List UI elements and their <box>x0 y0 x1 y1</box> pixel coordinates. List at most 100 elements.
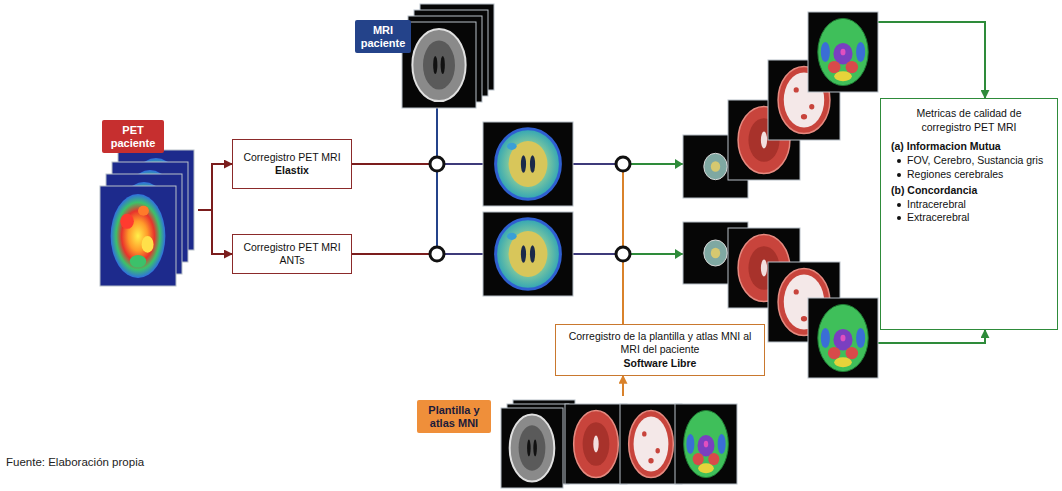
node-text: Corregistro de la plantilla y atlas MNI … <box>562 330 758 356</box>
bullet-dot <box>897 173 901 177</box>
text-row: FOV, Cerebro, Sustancia gris <box>891 154 1047 168</box>
brain-region <box>648 458 653 463</box>
text-row: MRI paciente <box>358 24 408 49</box>
junction-symbol <box>616 247 630 261</box>
input-group: PET paciente <box>98 118 198 290</box>
node-text: Elastix <box>239 164 345 177</box>
brain-region <box>507 143 517 150</box>
mri-wire <box>436 100 438 254</box>
image-frame <box>483 212 573 296</box>
label-box: PET paciente <box>102 120 164 153</box>
wire-group <box>340 100 623 340</box>
text-row: Metricas de calidad de corregistro PET M… <box>891 107 1047 134</box>
bullet-dot <box>897 159 901 163</box>
brain-region <box>828 347 841 359</box>
brain-image <box>675 404 737 484</box>
brain-region <box>801 114 807 119</box>
node-text: PET paciente <box>105 124 161 149</box>
brain-region <box>593 436 598 453</box>
brain-region <box>684 410 729 477</box>
brain-region <box>794 289 799 294</box>
node-text: (b) Concordancia <box>891 184 1047 198</box>
brain-region <box>704 153 727 179</box>
brain-image <box>402 22 476 108</box>
text-row: Regiones cerebrales <box>891 168 1047 182</box>
brain-region <box>828 61 841 73</box>
ants-output-wire <box>340 253 437 255</box>
brain-region <box>655 448 659 453</box>
brain-region <box>533 440 537 457</box>
brain-region <box>496 129 561 200</box>
brain-region <box>761 260 767 277</box>
junction-group <box>430 157 683 261</box>
image-frame <box>808 298 878 378</box>
brain-region <box>441 56 445 74</box>
image-frame <box>100 186 176 286</box>
brain-region <box>818 304 868 371</box>
brain-region <box>111 194 166 278</box>
brain-region <box>818 18 868 85</box>
node-text: MRI paciente <box>358 24 408 49</box>
text-row: Elastix <box>239 164 345 177</box>
bullet-dot <box>897 216 901 220</box>
brain-image <box>483 212 573 296</box>
brain-region <box>761 132 767 149</box>
brain-region <box>510 414 555 481</box>
node-text: Extracerebral <box>907 211 1047 225</box>
image-frame <box>675 404 737 484</box>
image-frame <box>483 122 573 206</box>
label-box: Plantilla y atlas MNI <box>417 400 491 433</box>
process-box: Corregistro de la plantilla y atlas MNI … <box>555 324 765 375</box>
metrics-box: Metricas de calidad de corregistro PET M… <box>880 98 1058 330</box>
process-box: Corregistro PET MRIElastix <box>232 139 352 189</box>
flow-connector <box>198 164 232 210</box>
brain-region <box>530 155 535 173</box>
brain-region <box>711 161 720 172</box>
text-row: (b) Concordancia <box>891 184 1047 198</box>
brain-region <box>856 328 865 348</box>
brain-region <box>138 206 149 216</box>
brain-region <box>698 463 714 473</box>
brain-region <box>794 87 799 92</box>
junction-symbol <box>616 157 630 171</box>
brain-region <box>834 357 852 367</box>
brain-region <box>698 435 715 457</box>
brain-region <box>840 335 845 342</box>
brain-region <box>840 49 845 56</box>
brain-image <box>808 298 878 378</box>
brain-region <box>801 316 807 321</box>
node-text: Software Libre <box>562 357 758 370</box>
brain-region <box>634 416 669 471</box>
elastix-output-wire <box>340 163 437 165</box>
brain-region <box>856 42 865 62</box>
brain-region <box>629 410 674 477</box>
node-text: Corregistro PET MRI <box>239 151 345 164</box>
arrow-head <box>675 159 683 169</box>
brain-region <box>718 434 726 454</box>
brain-region <box>496 219 561 290</box>
input-group: Plantilla y atlas MNI <box>415 396 740 489</box>
brain-region <box>521 155 526 173</box>
text-row: (a) Informacion Mutua <box>891 140 1047 154</box>
node-text: Corregistro PET MRI ANTs <box>239 241 345 267</box>
brain-region <box>527 440 531 457</box>
brain-region <box>642 431 646 436</box>
text-row: Corregistro PET MRI ANTs <box>239 241 345 267</box>
brain-region <box>846 347 859 359</box>
flow-connector <box>622 376 624 396</box>
node-text: Metricas de calidad de corregistro PET M… <box>891 107 1047 134</box>
brain-region <box>507 233 517 240</box>
brain-image <box>620 404 682 484</box>
brain-image <box>501 408 563 488</box>
input-group: MRI paciente <box>355 4 495 110</box>
brain-region <box>833 43 852 65</box>
image-frame <box>402 22 476 108</box>
brain-region <box>574 410 619 477</box>
brain-region <box>834 71 852 81</box>
arrow-head <box>675 249 683 259</box>
bullet-dot <box>897 203 901 207</box>
brain-region <box>530 245 535 263</box>
process-box: Corregistro PET MRI ANTs <box>232 234 352 274</box>
brain-region <box>693 453 704 465</box>
